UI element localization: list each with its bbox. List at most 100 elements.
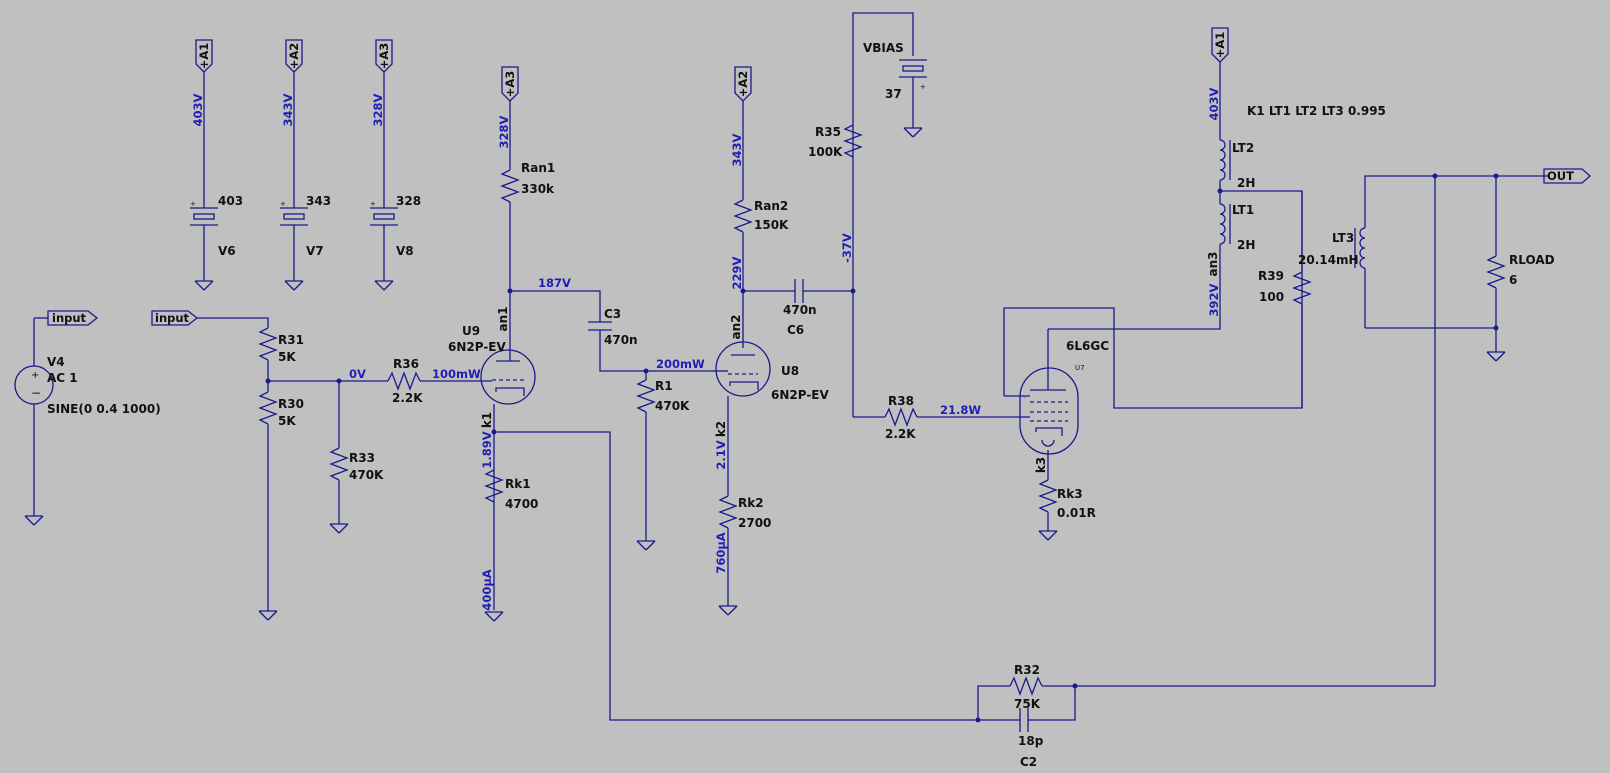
r36-value: 2.2K — [392, 391, 423, 405]
c2-name: C2 — [1020, 755, 1037, 769]
rk1-name: Rk1 — [505, 477, 531, 491]
flag-a3-tube — [501, 66, 519, 102]
op-v21: 2.1V — [714, 440, 728, 469]
lt3-value: 20.14mH — [1298, 253, 1359, 267]
rk2-name: Rk2 — [738, 496, 764, 510]
lt1-name: LT1 — [1232, 203, 1254, 217]
c3-value: 470n — [604, 333, 638, 347]
flag-input-net-label: input — [155, 311, 190, 325]
r38-value: 2.2K — [885, 427, 916, 441]
op-v392: 392V — [1207, 283, 1221, 316]
c2-value: 18p — [1018, 734, 1044, 748]
tube-model: 6L6GC — [1066, 339, 1109, 353]
k2-label: k2 — [714, 421, 728, 437]
input-stage: input R31 5K R30 5K R33 470K R36 2.2K 0V… — [151, 310, 490, 621]
an3-label: an3 — [1206, 252, 1220, 277]
source-v7: +A2 + 343V 343 V7 — [280, 39, 331, 291]
flag-a2-tube-label: +A2 — [736, 71, 750, 98]
flag-a1-right — [1211, 27, 1229, 63]
stage-u9: +A3 328V Ran1 330k 187V C3 470n an1 U9 6… — [448, 66, 978, 721]
r31-name: R31 — [278, 333, 304, 347]
r32-value: 75K — [1014, 697, 1041, 711]
v6-value: 403 — [218, 194, 243, 208]
rk3-value: 0.01R — [1057, 506, 1096, 520]
feedback-network: R32 75K 18p C2 — [975, 663, 1435, 769]
r32-name: R32 — [1014, 663, 1040, 677]
output-tube: 6L6GC U7 . k3 Rk3 0.01R — [1003, 190, 1303, 541]
r33-value: 470K — [349, 468, 384, 482]
r39-name: R39 — [1258, 269, 1284, 283]
source-v8: +A3 + 328V 328 V8 — [370, 39, 421, 291]
lt2-value: 2H — [1237, 176, 1255, 190]
ran1-name: Ran1 — [521, 161, 555, 175]
v4-name: V4 — [47, 355, 65, 369]
c3-name: C3 — [604, 307, 621, 321]
r35-value: 100K — [808, 145, 843, 159]
r1-value: 470K — [655, 399, 690, 413]
flag-a2-tube — [734, 66, 752, 102]
op-v343-left: 343V — [281, 93, 295, 126]
op-v0: 0V — [349, 367, 366, 381]
op-p200mw: 200mW — [656, 357, 705, 371]
r1-name: R1 — [655, 379, 673, 393]
k1-label: k1 — [480, 412, 494, 428]
flag-a2-left — [285, 39, 303, 73]
op-i400: 400µA — [480, 569, 494, 610]
u7-tag: U7 — [1075, 364, 1085, 372]
lt2-name: LT2 — [1232, 141, 1254, 155]
rload-name: RLOAD — [1509, 253, 1555, 267]
stage-u8: +A2 200mW R1 470K 343V Ran2 150K 229V 47… — [636, 66, 853, 616]
svg-text:+: + — [190, 200, 196, 208]
op-p218: 21.8W — [940, 403, 981, 417]
ran1-value: 330k — [521, 182, 555, 196]
v4-ac: AC 1 — [47, 371, 78, 385]
flag-a3-left — [375, 39, 393, 73]
r30-name: R30 — [278, 397, 304, 411]
op-v187: 187V — [538, 276, 571, 290]
op-v328-tube: 328V — [497, 115, 511, 148]
svg-text:+: + — [280, 200, 286, 208]
rk3-name: Rk3 — [1057, 487, 1083, 501]
v7-value: 343 — [306, 194, 331, 208]
ran2-name: Ran2 — [754, 199, 788, 213]
flag-a1-left — [195, 39, 213, 73]
vbias-name: VBIAS — [863, 41, 904, 55]
op-v343-tube: 343V — [730, 133, 744, 166]
u9-name: U9 — [462, 324, 480, 338]
u9-model: 6N2P-EV — [448, 340, 507, 354]
source-v4: input + − V4 AC 1 SINE(0 0.4 1000) — [14, 310, 161, 526]
v7-name: V7 — [306, 244, 324, 258]
r38-name: R38 — [888, 394, 914, 408]
op-v403-left: 403V — [191, 93, 205, 126]
flag-input-src-label: input — [52, 311, 87, 325]
rload-value: 6 — [1509, 273, 1517, 287]
coupling-statement: K1 LT1 LT2 LT3 0.995 — [1247, 104, 1386, 118]
flag-a1-left-label: +A1 — [197, 43, 211, 70]
r39-value: 100 — [1259, 290, 1284, 304]
rk1-value: 4700 — [505, 497, 538, 511]
ran2-value: 150K — [754, 218, 789, 232]
lt1-value: 2H — [1237, 238, 1255, 252]
flag-a1-right-label: +A1 — [1213, 32, 1227, 59]
k3-label: k3 — [1034, 457, 1048, 473]
flag-a2-left-label: +A2 — [287, 43, 301, 70]
op-v403-right: 403V — [1207, 87, 1221, 120]
svg-text:+: + — [370, 200, 376, 208]
vbias-value: 37 — [885, 87, 902, 101]
flag-a3-left-label: +A3 — [377, 43, 391, 70]
r33-name: R33 — [349, 451, 375, 465]
op-v328-left: 328V — [371, 93, 385, 126]
r31-value: 5K — [278, 350, 296, 364]
v6-name: V6 — [218, 244, 236, 258]
v8-value: 328 — [396, 194, 421, 208]
r35-name: R35 — [815, 125, 841, 139]
r30-value: 5K — [278, 414, 296, 428]
op-v189: 1.89V — [480, 431, 494, 468]
v8-name: V8 — [396, 244, 414, 258]
svg-text:+: + — [920, 83, 926, 91]
op-p100mw: 100mW — [432, 367, 481, 381]
c6-name: C6 — [787, 323, 804, 337]
svg-text:+: + — [31, 370, 39, 381]
flag-out-label: OUT — [1547, 169, 1574, 183]
